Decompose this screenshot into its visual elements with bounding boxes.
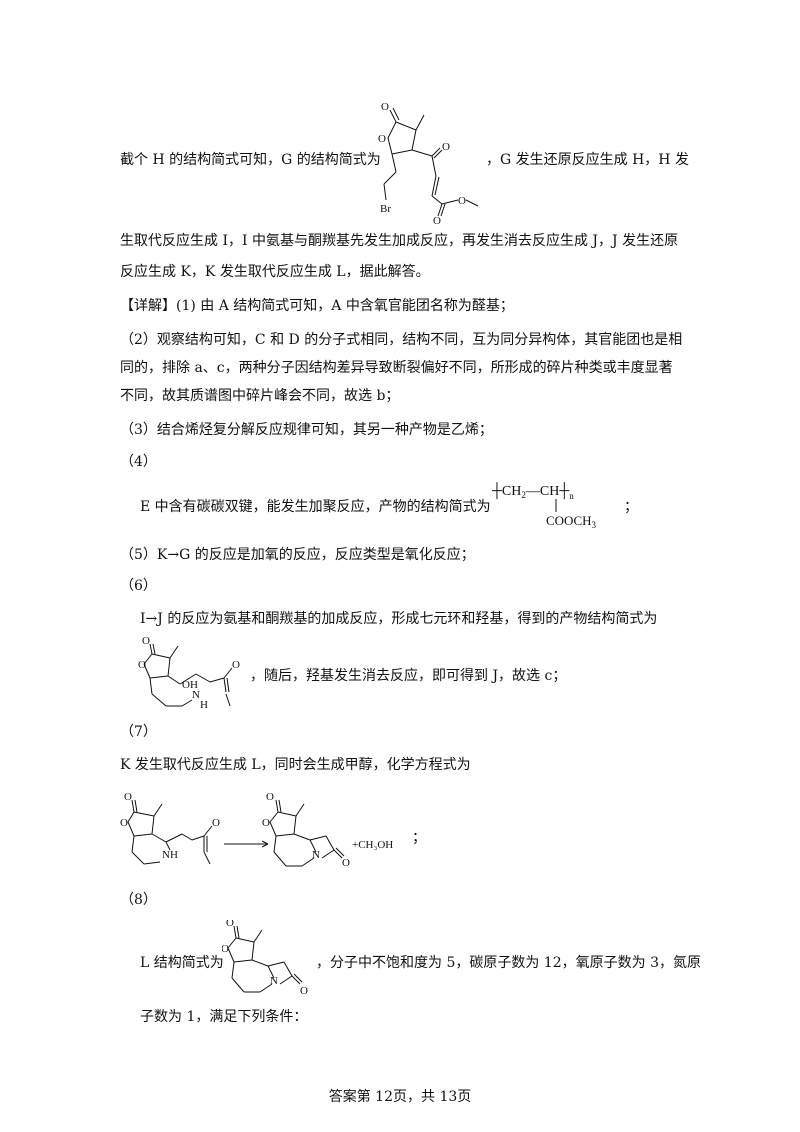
structure-g: O O O O O Br bbox=[366, 100, 486, 225]
atom-o: O bbox=[442, 141, 450, 153]
text-line: L 结构简式为 bbox=[140, 955, 224, 971]
text-line: I→J 的反应为氨基和酮羰基的加成反应，形成七元环和羟基，得到的产物结构简式为 bbox=[140, 611, 658, 627]
text-line: （5）K→G 的反应是加氧的反应，反应类型是氧化反应； bbox=[120, 547, 475, 563]
svg-text:O: O bbox=[120, 817, 128, 829]
structure-intermediate: O O OH N H O bbox=[138, 634, 250, 714]
text-line: 子数为 1，满足下列条件： bbox=[140, 1009, 308, 1025]
svg-text:H: H bbox=[200, 699, 208, 711]
text-line: （3）结合烯烃复分解反应规律可知，其另一种产物是乙烯； bbox=[120, 422, 493, 438]
svg-text:O: O bbox=[232, 659, 240, 671]
atom-o: O bbox=[381, 101, 389, 113]
text-line: K 发生取代反应生成 L，同时会生成甲醇，化学方程式为 bbox=[120, 757, 471, 773]
svg-text:+CH₃OH: +CH₃OH bbox=[352, 839, 393, 851]
text-line: 截个 H 的结构简式可知，G 的结构简式为 bbox=[120, 152, 381, 168]
text-line: （4） bbox=[120, 454, 157, 470]
svg-text:O: O bbox=[124, 792, 132, 803]
svg-text:NH: NH bbox=[162, 849, 178, 861]
atom-br: Br bbox=[380, 203, 391, 215]
svg-text:O: O bbox=[212, 817, 220, 829]
svg-text:OH: OH bbox=[182, 679, 198, 691]
text-line: ，随后，羟基发生消去反应，即可得到 J，故选 c； bbox=[250, 668, 567, 684]
svg-text:O: O bbox=[266, 792, 274, 803]
text-line: ，分子中不饱和度为 5，碳原子数为 12，氧原子数为 3，氮原 bbox=[316, 955, 701, 971]
text-line: 反应生成 K，K 发生取代反应生成 L，据此解答。 bbox=[120, 264, 430, 280]
svg-text:O: O bbox=[342, 857, 350, 869]
text-line: ，G 发生还原反应生成 H，H 发 bbox=[486, 152, 689, 168]
text-line: 同的，排除 a、c，两种分子因结构差异导致断裂偏好不同，所形成的碎片种类或丰度显… bbox=[120, 360, 673, 376]
svg-text:┼CH2—CH┼n: ┼CH2—CH┼n bbox=[492, 482, 574, 501]
text-line: （6） bbox=[120, 578, 157, 594]
structure-l: O O N O bbox=[222, 920, 322, 1008]
text-line: 生取代反应生成 I，I 中氨基与酮羰基先发生加成反应，再发生消去反应生成 J，J… bbox=[120, 233, 679, 249]
reaction-equation: O O NH O O O N O +CH₃OH bbox=[120, 792, 420, 888]
text-line: （2）观察结构可知，C 和 D 的分子式相同，结构不同，互为同分异构体，其官能团… bbox=[120, 332, 683, 348]
svg-text:O: O bbox=[222, 943, 229, 955]
text-line: E 中含有碳碳双键，能发生加聚反应，产物的结构简式为 bbox=[140, 499, 491, 515]
svg-text:N: N bbox=[270, 975, 278, 987]
svg-text:COOCH3: COOCH3 bbox=[546, 513, 597, 530]
text-line: （7） bbox=[120, 724, 157, 740]
svg-text:O: O bbox=[300, 985, 308, 997]
page-footer: 答案第 12页，共 13页 bbox=[328, 1089, 472, 1105]
text-line: （8） bbox=[120, 892, 157, 908]
text-line: 不同，故其质谱图中碎片峰会不同，故选 b； bbox=[120, 388, 400, 404]
atom-o: O bbox=[458, 195, 466, 207]
svg-text:O: O bbox=[138, 659, 146, 671]
svg-text:O: O bbox=[262, 817, 270, 829]
svg-text:N: N bbox=[192, 689, 200, 701]
atom-o: O bbox=[433, 215, 441, 225]
svg-text:O: O bbox=[142, 635, 150, 647]
text-line: ； bbox=[624, 499, 638, 515]
svg-text:O: O bbox=[226, 920, 234, 929]
svg-text:N: N bbox=[312, 849, 320, 861]
text-line: 【详解】(1) 由 A 结构简式可知，A 中含氧官能团名称为醛基； bbox=[120, 298, 514, 314]
structure-polymer: ┼CH2—CH┼n COOCH3 bbox=[492, 478, 622, 533]
text-line: ； bbox=[412, 830, 426, 846]
atom-o: O bbox=[378, 133, 386, 145]
